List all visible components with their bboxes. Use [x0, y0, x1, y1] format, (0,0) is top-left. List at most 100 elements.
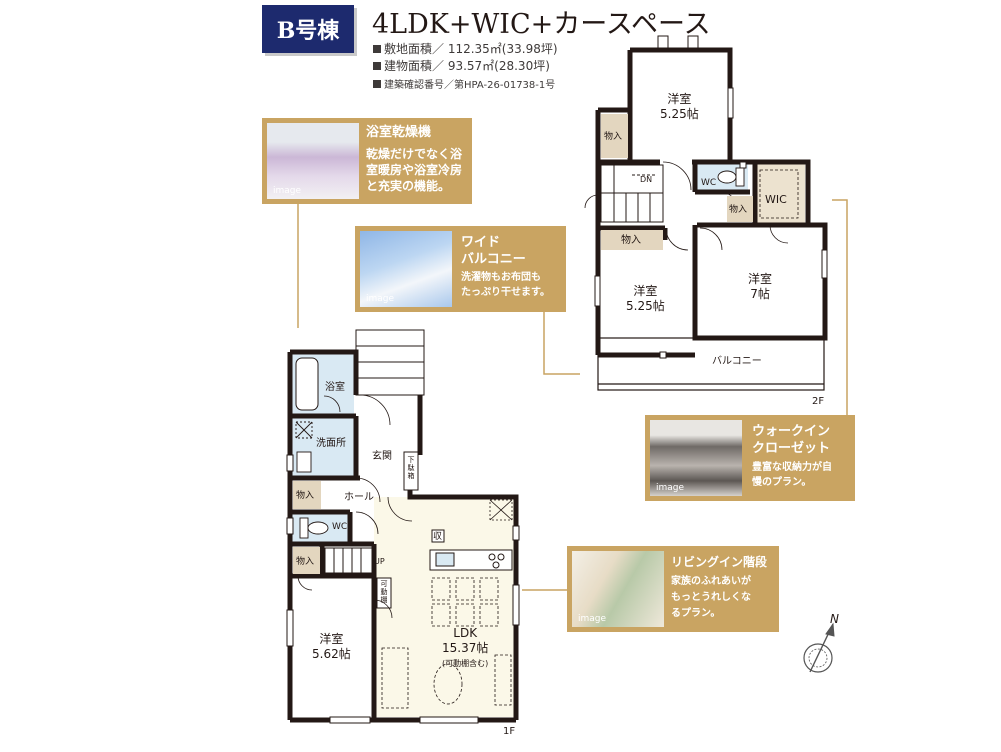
callout-title: 浴室乾燥機: [366, 125, 432, 140]
balcony-label: バルコニー: [712, 356, 762, 367]
bathtub: [295, 357, 319, 411]
room-2f-east: 洋室 7帖: [748, 272, 772, 302]
stairs-2f: [600, 164, 664, 223]
storage-2f-c: 物入: [729, 205, 748, 215]
toilet-2f: [717, 167, 745, 187]
callout-line: もっとうれしくな: [671, 592, 751, 603]
bullet-square-icon: [373, 45, 381, 53]
leader-lines: [297, 199, 848, 591]
dining-furniture: [381, 577, 512, 709]
walls-2f: [595, 47, 828, 358]
callout-line: 室暖房や浴室冷房: [366, 163, 463, 177]
image-caption: image: [656, 483, 685, 493]
storage-1f-b: 物入: [296, 557, 315, 567]
shelf-label: 可動棚: [380, 580, 388, 604]
windows-1f: [286, 454, 520, 724]
callout-line: たっぷり干せます。: [461, 287, 550, 298]
bath-dryer-photo: image: [267, 123, 359, 199]
wc-2f-label: WC: [701, 178, 717, 188]
movable-shelf: [376, 577, 392, 609]
stairs-1f: [324, 547, 373, 574]
storage-fill: [293, 547, 320, 574]
room-1f-west: 洋室 5.62帖: [312, 632, 351, 662]
callout-living-stairs: image リビングイン階段 家族のふれあいが もっとうれしくな るプラン。: [567, 546, 779, 632]
room-2f-north: 洋室 5.25帖: [660, 92, 699, 122]
building-area: 建物面積／ 93.57㎡(28.30坪): [373, 57, 550, 74]
closet-photo: image: [650, 420, 742, 496]
callout-line: と充実の機能。: [366, 179, 451, 193]
building-area-text: 建物面積／ 93.57㎡(28.30坪): [384, 59, 550, 73]
storage-fill: [727, 196, 753, 222]
balcony-photo: image: [360, 231, 452, 307]
room-label: LDK: [453, 626, 478, 640]
kitchen-counter: [429, 529, 513, 571]
callout-title: ワイド: [461, 235, 501, 250]
permit-text: 建築確認番号／第HPA-26-01738-1号: [384, 80, 556, 91]
room-label: 洋室: [319, 632, 344, 646]
bullet-square-icon: [373, 62, 381, 70]
image-caption: image: [273, 186, 302, 196]
bath-label: 浴室: [325, 382, 345, 393]
callout-line: 乾燥だけでなく浴: [366, 147, 463, 161]
storage-fill: [601, 114, 628, 158]
image-caption: image: [578, 614, 607, 624]
image-caption: image: [366, 294, 395, 304]
balcony-2f: [597, 337, 825, 391]
site-area: 敷地面積／ 112.35㎡(33.98坪): [373, 40, 558, 57]
permit-number: 建築確認番号／第HPA-26-01738-1号: [373, 76, 555, 91]
low-table: [433, 663, 463, 705]
site-area-text: 敷地面積／ 112.35㎡(33.98坪): [384, 42, 558, 56]
callout-bath-dryer: image 浴室乾燥機 乾燥だけでなく浴 室暖房や浴室冷房 と充実の機能。: [262, 118, 472, 204]
floor-2f-label: 2F: [812, 396, 825, 407]
wic-shelf: [759, 169, 799, 219]
stairs-entry: [355, 329, 425, 396]
callout-line: るプラン。: [671, 608, 721, 619]
living-stairs-photo: image: [572, 551, 664, 627]
callout-line: 家族のふれあいが: [671, 576, 751, 587]
bullet-square-icon: [373, 80, 381, 88]
storage-2f-b: 物入: [621, 235, 641, 246]
storage-mark: 収: [433, 532, 443, 542]
storage-1f-a: 物入: [296, 491, 315, 501]
shoe-cabinet: [403, 451, 419, 491]
callout-line: 豊富な収納力が自: [752, 462, 832, 473]
windows-2f: [594, 35, 828, 359]
room-label: 洋室: [667, 92, 692, 106]
entrance-label: 玄関: [372, 451, 392, 462]
floor-1f-label: 1F: [503, 726, 516, 737]
washroom-label: 洗面所: [316, 438, 346, 449]
storage-fill: [293, 481, 321, 509]
room-size: 7帖: [750, 287, 770, 301]
callout-title: バルコニー: [461, 252, 526, 267]
room-ldk: LDK 15.37帖 (可動棚含む): [442, 626, 488, 671]
shoe-cabinet-label: 下駄箱: [407, 456, 415, 480]
vent-box: [489, 499, 513, 521]
room-label: 洋室: [748, 272, 773, 286]
wic-label: WIC: [765, 193, 787, 206]
callout-line: 慢のプラン。: [752, 477, 812, 488]
plan-title: 4LDK+WIC+カースペース: [372, 9, 711, 40]
wc-1f-label: WC: [332, 522, 348, 532]
doors-1f: [297, 394, 413, 619]
stair-up-label: UP: [374, 557, 385, 566]
callout-title: クローゼット: [752, 441, 831, 456]
wic-fill: [755, 164, 805, 224]
callout-balcony: image ワイド バルコニー 洗濯物もお布団も たっぷり干せます。: [355, 226, 566, 312]
compass-north-label: N: [830, 612, 839, 626]
callout-line: 洗濯物もお布団も: [461, 272, 541, 283]
storage-2f-a: 物入: [604, 132, 623, 142]
callout-title: ウォークイン: [752, 424, 831, 439]
callout-title: リビングイン階段: [671, 555, 768, 569]
room-size: 5.25帖: [626, 299, 665, 313]
building-badge: B号棟: [262, 5, 354, 53]
room-2f-west: 洋室 5.25帖: [626, 284, 665, 314]
fixtures-1f: [295, 421, 329, 539]
room-label: 洋室: [633, 284, 658, 298]
storage-fill: [601, 230, 663, 250]
room-size: 15.37帖: [442, 641, 489, 655]
stair-down-label: DN: [640, 175, 653, 184]
vent-cross: [489, 499, 513, 521]
callout-walkin-closet: image ウォークイン クローゼット 豊富な収納力が自 慢のプラン。: [645, 415, 855, 501]
hall-label: ホール: [344, 492, 374, 503]
